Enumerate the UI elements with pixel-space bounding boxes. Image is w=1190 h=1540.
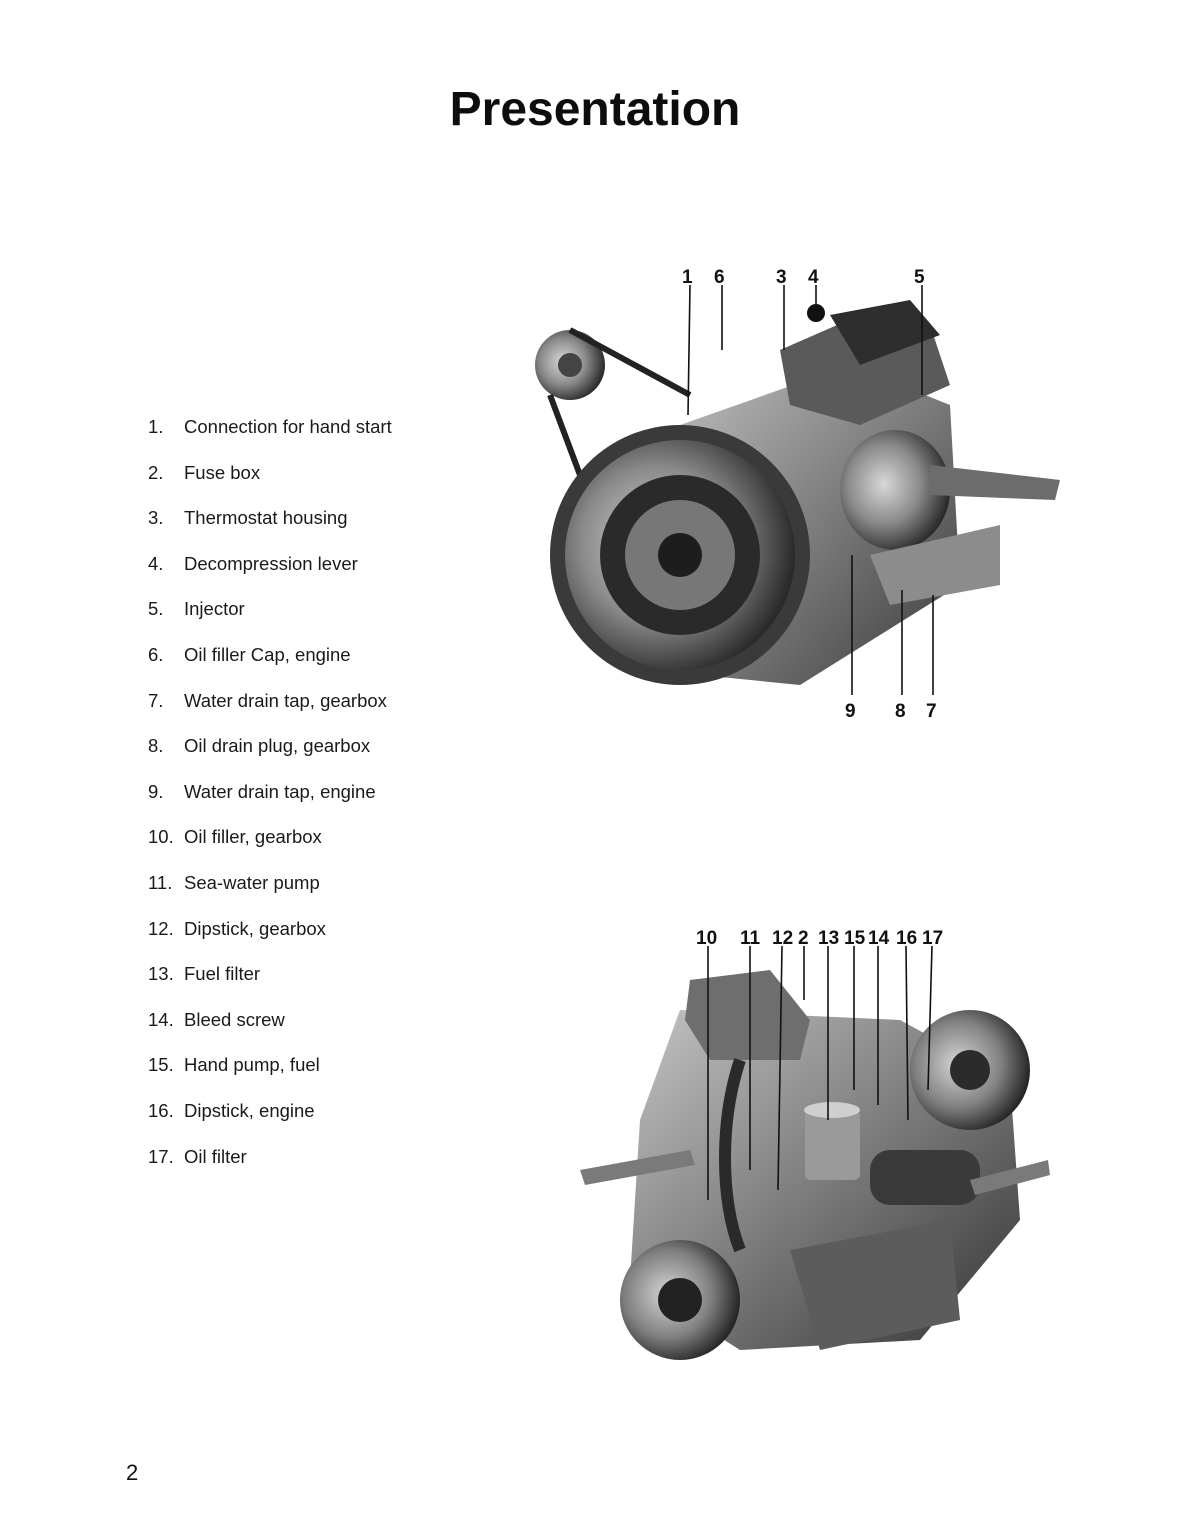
legend-item: 7. Water drain tap, gearbox xyxy=(148,690,392,736)
decompression-knob xyxy=(807,304,825,322)
page-number: 2 xyxy=(126,1460,139,1485)
legend-item: 2. Fuse box xyxy=(148,462,392,508)
callout-17: 17 xyxy=(922,928,943,949)
callout-15: 15 xyxy=(844,928,866,949)
legend-number: 10. xyxy=(148,826,174,848)
legend-number: 8. xyxy=(148,735,164,757)
callout-8: 8 xyxy=(895,701,906,722)
legend-number: 14. xyxy=(148,1008,174,1030)
callout-lines xyxy=(707,945,933,1200)
legend-number: 16. xyxy=(148,1099,174,1121)
legend-label: Injector xyxy=(184,598,245,620)
legend-number: 11. xyxy=(148,871,173,893)
legend-item: 14. Bleed screw xyxy=(148,1009,392,1055)
legend-number: 12. xyxy=(148,917,174,939)
legend-label: Oil filter xyxy=(184,1145,247,1167)
legend-label: Water drain tap, engine xyxy=(184,780,376,802)
legend-label: Hand pump, fuel xyxy=(184,1054,320,1076)
legend-item: 8. Oil drain plug, gearbox xyxy=(148,735,392,781)
page-title: Presentation xyxy=(449,83,741,136)
legend-item: 13. Fuel filter xyxy=(148,963,392,1009)
callout-lines xyxy=(687,284,934,695)
legend-label: Dipstick, engine xyxy=(184,1099,315,1121)
callout-labels: 10 11 12 2 13 15 14 16 17 xyxy=(696,928,943,949)
legend-label: Fuse box xyxy=(184,461,261,483)
engine-front-photo: 1 6 3 4 5 9 8 7 xyxy=(535,267,1060,722)
legend-number: 13. xyxy=(148,963,174,985)
parts-legend: 1. Connection for hand start 2. Fuse box 3… xyxy=(148,416,392,1191)
callout-1: 1 xyxy=(682,267,693,288)
callout-13: 13 xyxy=(818,928,839,949)
legend-number: 5. xyxy=(148,598,164,620)
legend-item: 4. Decompression lever xyxy=(148,553,392,599)
legend-label: Oil filler Cap, engine xyxy=(184,643,351,665)
callout-4: 4 xyxy=(808,267,819,288)
legend-item: 1. Connection for hand start xyxy=(148,416,392,462)
legend-item: 11. Sea-water pump xyxy=(148,872,392,918)
legend-label: Connection for hand start xyxy=(184,416,392,437)
legend-number: 15. xyxy=(148,1054,174,1076)
legend-label: Decompression lever xyxy=(184,552,358,574)
callout-10: 10 xyxy=(696,928,717,949)
legend-number: 2. xyxy=(148,461,164,483)
legend-item: 5. Injector xyxy=(148,598,392,644)
callout-12: 12 xyxy=(772,928,793,949)
callout-5: 5 xyxy=(914,267,925,288)
legend-item: 17. Oil filter xyxy=(148,1146,392,1192)
legend-label: Water drain tap, gearbox xyxy=(184,689,387,711)
legend-number: 7. xyxy=(148,689,164,711)
legend-number: 3. xyxy=(148,507,164,529)
legend-item: 12. Dipstick, gearbox xyxy=(148,918,392,964)
engine-illustration xyxy=(580,970,1050,1360)
callout-3: 3 xyxy=(776,267,787,288)
legend-number: 17. xyxy=(148,1145,174,1167)
legend-label: Thermostat housing xyxy=(184,507,348,529)
legend-item: 6. Oil filler Cap, engine xyxy=(148,644,392,690)
legend-item: 3. Thermostat housing xyxy=(148,507,392,553)
legend-label: Sea-water pump xyxy=(184,871,320,893)
legend-item: 9. Water drain tap, engine xyxy=(148,781,392,827)
legend-label: Oil drain plug, gearbox xyxy=(184,735,371,757)
callout-2: 2 xyxy=(798,928,809,949)
engine-illustration xyxy=(535,300,1060,685)
callout-11: 11 xyxy=(740,928,761,949)
legend-number: 1. xyxy=(148,416,164,437)
legend-label: Dipstick, gearbox xyxy=(184,917,326,939)
callout-labels: 1 6 3 4 5 9 8 7 xyxy=(682,267,937,722)
callout-7: 7 xyxy=(926,701,937,722)
callout-9: 9 xyxy=(845,701,856,722)
callout-6: 6 xyxy=(714,267,725,288)
callout-16: 16 xyxy=(896,928,917,949)
legend-number: 4. xyxy=(148,552,164,574)
legend-number: 6. xyxy=(148,643,164,665)
legend-label: Bleed screw xyxy=(184,1008,285,1030)
legend-item: 16. Dipstick, engine xyxy=(148,1100,392,1146)
callout-14: 14 xyxy=(868,928,890,949)
legend-label: Fuel filter xyxy=(184,963,261,985)
legend-item: 15. Hand pump, fuel xyxy=(148,1054,392,1100)
legend-number: 9. xyxy=(148,780,164,802)
legend-label: Oil filler, gearbox xyxy=(184,826,322,848)
engine-rear-photo: 10 11 12 2 13 15 14 16 17 xyxy=(580,928,1050,1360)
legend-item: 10. Oil filler, gearbox xyxy=(148,826,392,872)
